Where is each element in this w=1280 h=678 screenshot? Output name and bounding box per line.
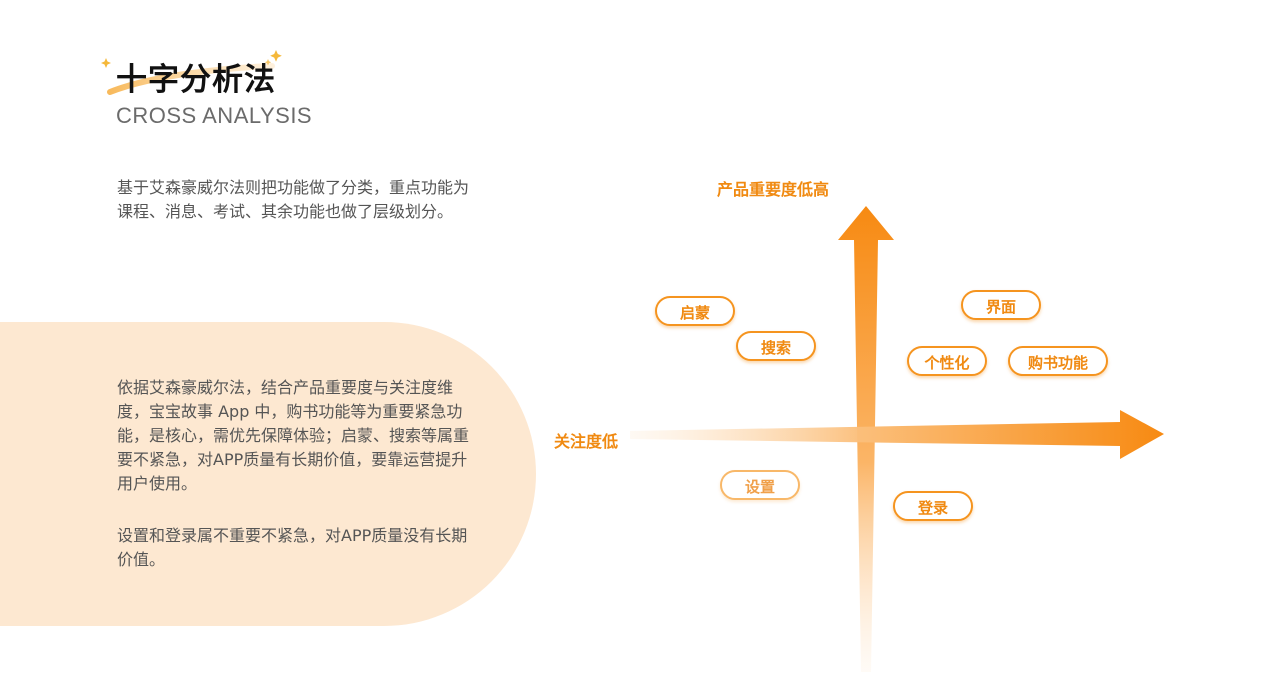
node-jiemian: 界面	[961, 290, 1041, 320]
analysis-paragraph-1: 依据艾森豪威尔法，结合产品重要度与关注度维度，宝宝故事 App 中，购书功能等为…	[117, 378, 470, 493]
x-axis-label: 关注度低	[554, 432, 619, 451]
page-title: 十字分析法	[116, 62, 276, 98]
node-goushu: 购书功能	[1008, 346, 1108, 376]
cross-diagram: 产品重要度低高 关注度低 启蒙 搜索 界面 个性化 购书功能 设置 登录	[540, 160, 1240, 678]
analysis-panel: 依据艾森豪威尔法，结合产品重要度与关注度维度，宝宝故事 App 中，购书功能等为…	[0, 322, 536, 626]
y-axis-label: 产品重要度低高	[717, 180, 830, 199]
intro-paragraph: 基于艾森豪威尔法则把功能做了分类，重点功能为课程、消息、考试、其余功能也做了层级…	[117, 178, 470, 221]
sparkle-swoosh-icon	[101, 50, 282, 95]
node-sousuo: 搜索	[736, 331, 816, 361]
node-qimeng: 启蒙	[655, 296, 735, 326]
page-subtitle: CROSS ANALYSIS	[116, 103, 313, 128]
node-shezhi: 设置	[720, 470, 800, 500]
page-title-block: 十字分析法	[100, 46, 300, 102]
x-axis-arrow	[630, 410, 1164, 459]
node-gexinghua: 个性化	[907, 346, 987, 376]
cross-axes	[630, 206, 1164, 672]
analysis-paragraph-2: 设置和登录属不重要不紧急，对APP质量没有长期价值。	[117, 526, 468, 569]
node-denglu: 登录	[893, 491, 973, 521]
